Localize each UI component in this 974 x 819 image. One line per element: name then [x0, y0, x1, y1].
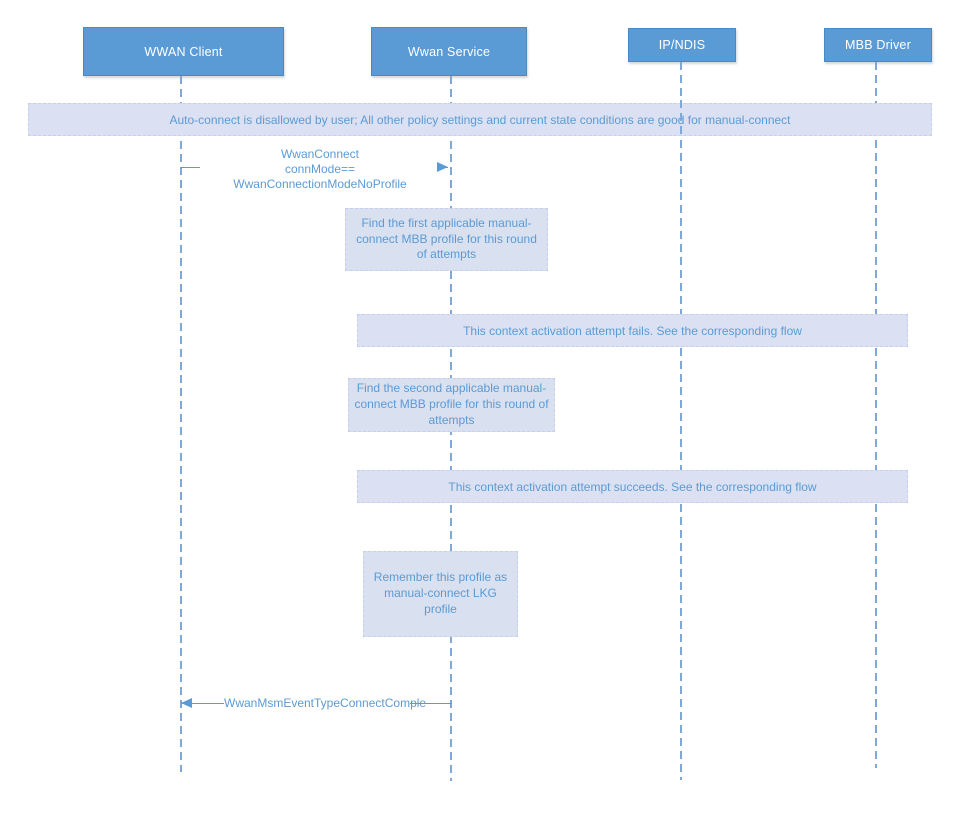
banner-text: Auto-connect is disallowed by user; All …	[169, 112, 791, 127]
message-wwanconnect-label: WwanConnect connMode== WwanConnectionMod…	[200, 147, 440, 192]
note-text: Find the second applicable manual-connec…	[354, 381, 549, 427]
actor-label: MBB Driver	[845, 38, 911, 52]
activation-fails-banner: This context activation attempt fails. S…	[357, 314, 908, 347]
note-find-second-profile: Find the second applicable manual-connec…	[348, 378, 555, 432]
actor-label: IP/NDIS	[658, 38, 706, 52]
lifeline-wwan-client	[180, 76, 182, 772]
actor-header-wwan-service: Wwan Service	[371, 27, 527, 76]
lifeline-ip-ndis-crossing	[680, 100, 682, 139]
activation-succeeds-banner: This context activation attempt succeeds…	[357, 470, 908, 503]
message-label-line2: connMode== WwanConnectionModeNoProfile	[233, 162, 407, 191]
note-remember-lkg-profile: Remember this profile as manual-connect …	[363, 551, 518, 637]
lifeline-ip-ndis	[680, 62, 682, 780]
lifeline-mbb-driver	[875, 62, 877, 768]
banner-text: This context activation attempt fails. S…	[463, 323, 802, 338]
message-connect-complete-label: WwanMsmEventTypeConnectComple	[224, 696, 427, 711]
note-text: Find the first applicable manual-connect…	[356, 215, 537, 262]
policy-precondition-banner: Auto-connect is disallowed by user; All …	[28, 103, 932, 136]
actor-label: WWAN Client	[144, 44, 223, 59]
note-text: Remember this profile as manual-connect …	[373, 570, 508, 616]
actor-header-mbb-driver: MBB Driver	[824, 28, 932, 62]
arrowhead-left-icon	[181, 698, 192, 708]
arrowhead-right-icon	[437, 162, 448, 172]
actor-header-wwan-client: WWAN Client	[83, 27, 284, 76]
banner-text: This context activation attempt succeeds…	[448, 479, 817, 494]
actor-header-ip-ndis: IP/NDIS	[628, 28, 736, 62]
message-label-line1: WwanConnect	[280, 147, 360, 161]
actor-label: Wwan Service	[407, 44, 491, 59]
note-find-first-profile: Find the first applicable manual-connect…	[345, 208, 548, 271]
